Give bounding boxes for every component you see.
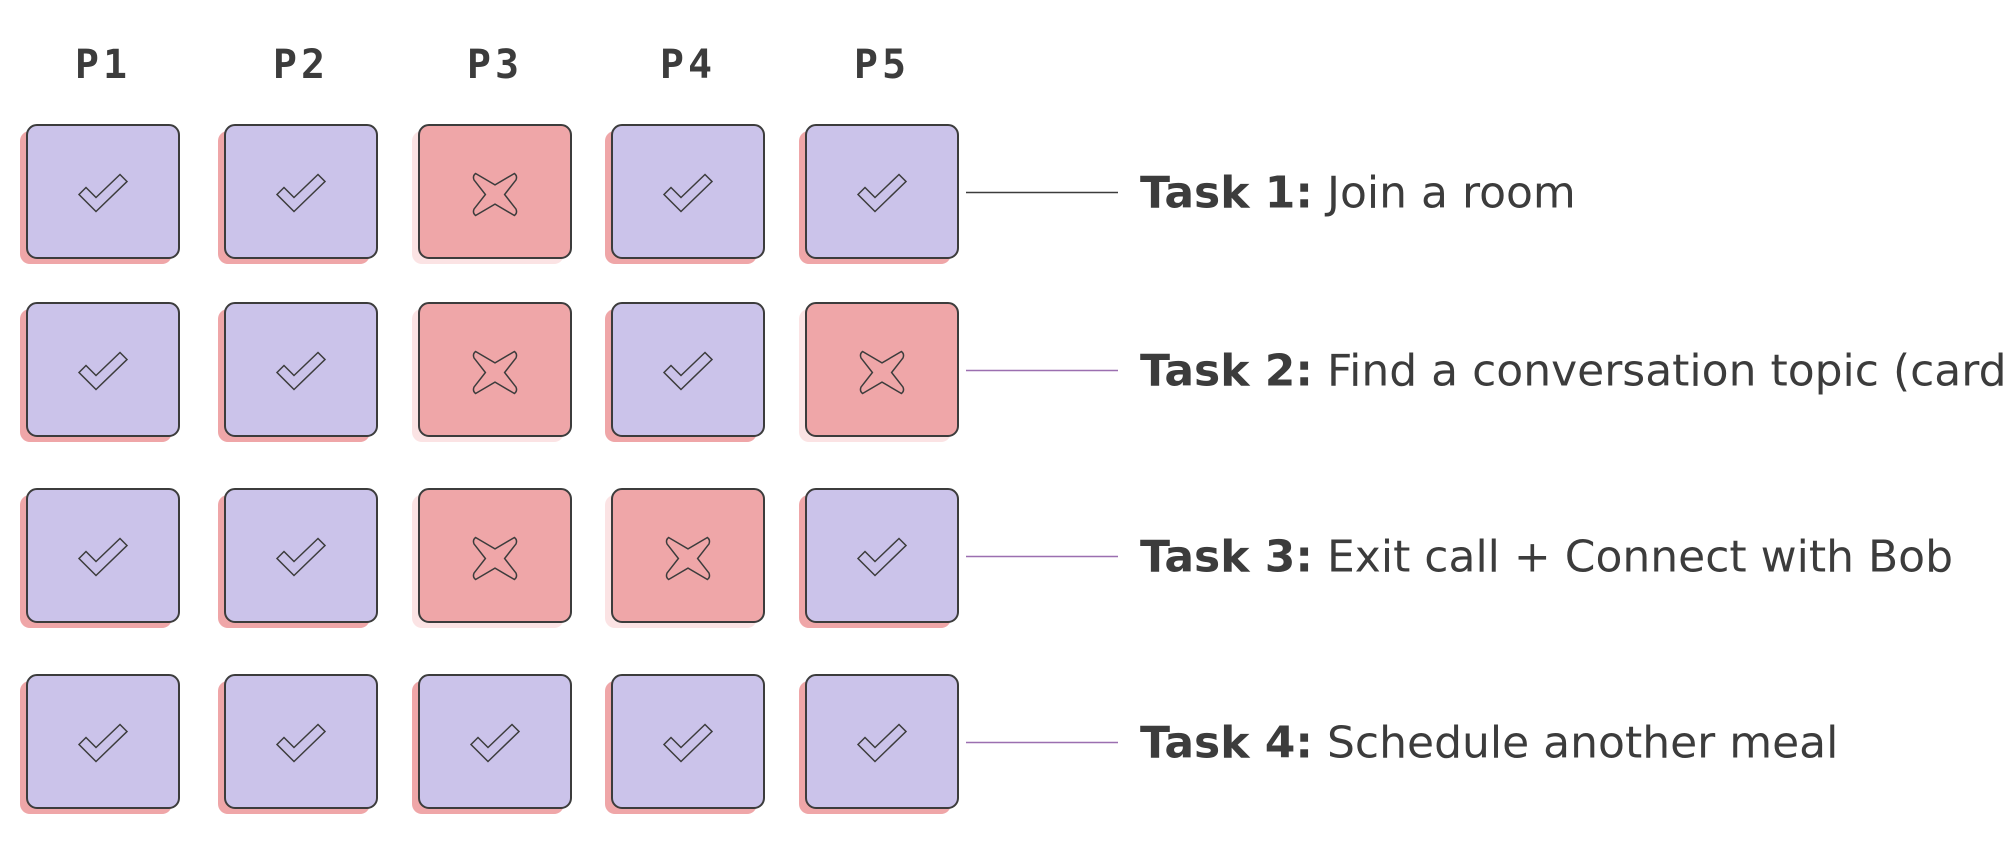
result-cell-task4-p5 bbox=[799, 674, 959, 814]
result-cell-task1-p3 bbox=[412, 124, 572, 264]
check-icon bbox=[856, 537, 908, 577]
result-cell-task2-p1 bbox=[20, 302, 180, 442]
task-label-bold: Task 1: bbox=[1140, 168, 1313, 219]
check-icon bbox=[275, 173, 327, 213]
cross-icon bbox=[472, 536, 518, 581]
check-icon bbox=[77, 537, 129, 577]
result-cell-task3-p5 bbox=[799, 488, 959, 628]
cross-icon bbox=[472, 350, 518, 395]
fail-cell bbox=[418, 124, 572, 259]
check-icon bbox=[856, 723, 908, 763]
result-cell-task4-p4 bbox=[605, 674, 765, 814]
fail-cell bbox=[805, 302, 959, 437]
cross-icon bbox=[859, 350, 905, 395]
participant-header-row: P1 P2 P3 P4 P5 bbox=[75, 42, 910, 88]
result-cell-task1-p1 bbox=[20, 124, 180, 264]
fail-cell bbox=[418, 488, 572, 623]
cross-icon bbox=[665, 536, 711, 581]
fail-cell bbox=[418, 302, 572, 437]
cross-icon bbox=[472, 172, 518, 217]
results-grid bbox=[20, 124, 959, 814]
result-cell-task2-p2 bbox=[218, 302, 378, 442]
check-icon bbox=[662, 173, 714, 213]
result-cell-task1-p2 bbox=[218, 124, 378, 264]
task-label-4: Task 4: Schedule another meal bbox=[1140, 718, 1838, 769]
check-icon bbox=[275, 723, 327, 763]
result-cell-task2-p4 bbox=[605, 302, 765, 442]
task-label-1: Task 1: Join a room bbox=[1140, 168, 1576, 219]
check-icon bbox=[77, 723, 129, 763]
result-cell-task4-p3 bbox=[412, 674, 572, 814]
check-icon bbox=[275, 351, 327, 391]
check-icon bbox=[77, 351, 129, 391]
participant-label-p5: P5 bbox=[854, 42, 910, 88]
task-label-bold: Task 4: bbox=[1140, 718, 1313, 769]
check-icon bbox=[77, 173, 129, 213]
participant-label-p3: P3 bbox=[467, 42, 523, 88]
check-icon bbox=[662, 723, 714, 763]
result-cell-task2-p3 bbox=[412, 302, 572, 442]
task-label-text: Find a conversation topic (card) bbox=[1313, 346, 2008, 397]
task-label-3: Task 3: Exit call + Connect with Bob bbox=[1140, 532, 1953, 583]
result-cell-task3-p4 bbox=[605, 488, 765, 628]
check-icon bbox=[856, 173, 908, 213]
result-cell-task2-p5 bbox=[799, 302, 959, 442]
check-icon bbox=[662, 351, 714, 391]
result-cell-task4-p2 bbox=[218, 674, 378, 814]
fail-cell bbox=[611, 488, 765, 623]
result-cell-task3-p1 bbox=[20, 488, 180, 628]
check-icon bbox=[469, 723, 521, 763]
result-cell-task3-p2 bbox=[218, 488, 378, 628]
participant-label-p1: P1 bbox=[75, 42, 131, 88]
check-icon bbox=[275, 537, 327, 577]
result-cell-task1-p4 bbox=[605, 124, 765, 264]
participant-label-p2: P2 bbox=[273, 42, 329, 88]
task-label-bold: Task 3: bbox=[1140, 532, 1313, 583]
task-label-text: Schedule another meal bbox=[1313, 718, 1838, 769]
task-label-text: Exit call + Connect with Bob bbox=[1313, 532, 1953, 583]
task-label-2: Task 2: Find a conversation topic (card) bbox=[1140, 346, 2008, 397]
task-label-bold: Task 2: bbox=[1140, 346, 1313, 397]
participant-label-p4: P4 bbox=[660, 42, 716, 88]
result-cell-task1-p5 bbox=[799, 124, 959, 264]
result-cell-task4-p1 bbox=[20, 674, 180, 814]
task-label-text: Join a room bbox=[1313, 168, 1576, 219]
result-cell-task3-p3 bbox=[412, 488, 572, 628]
